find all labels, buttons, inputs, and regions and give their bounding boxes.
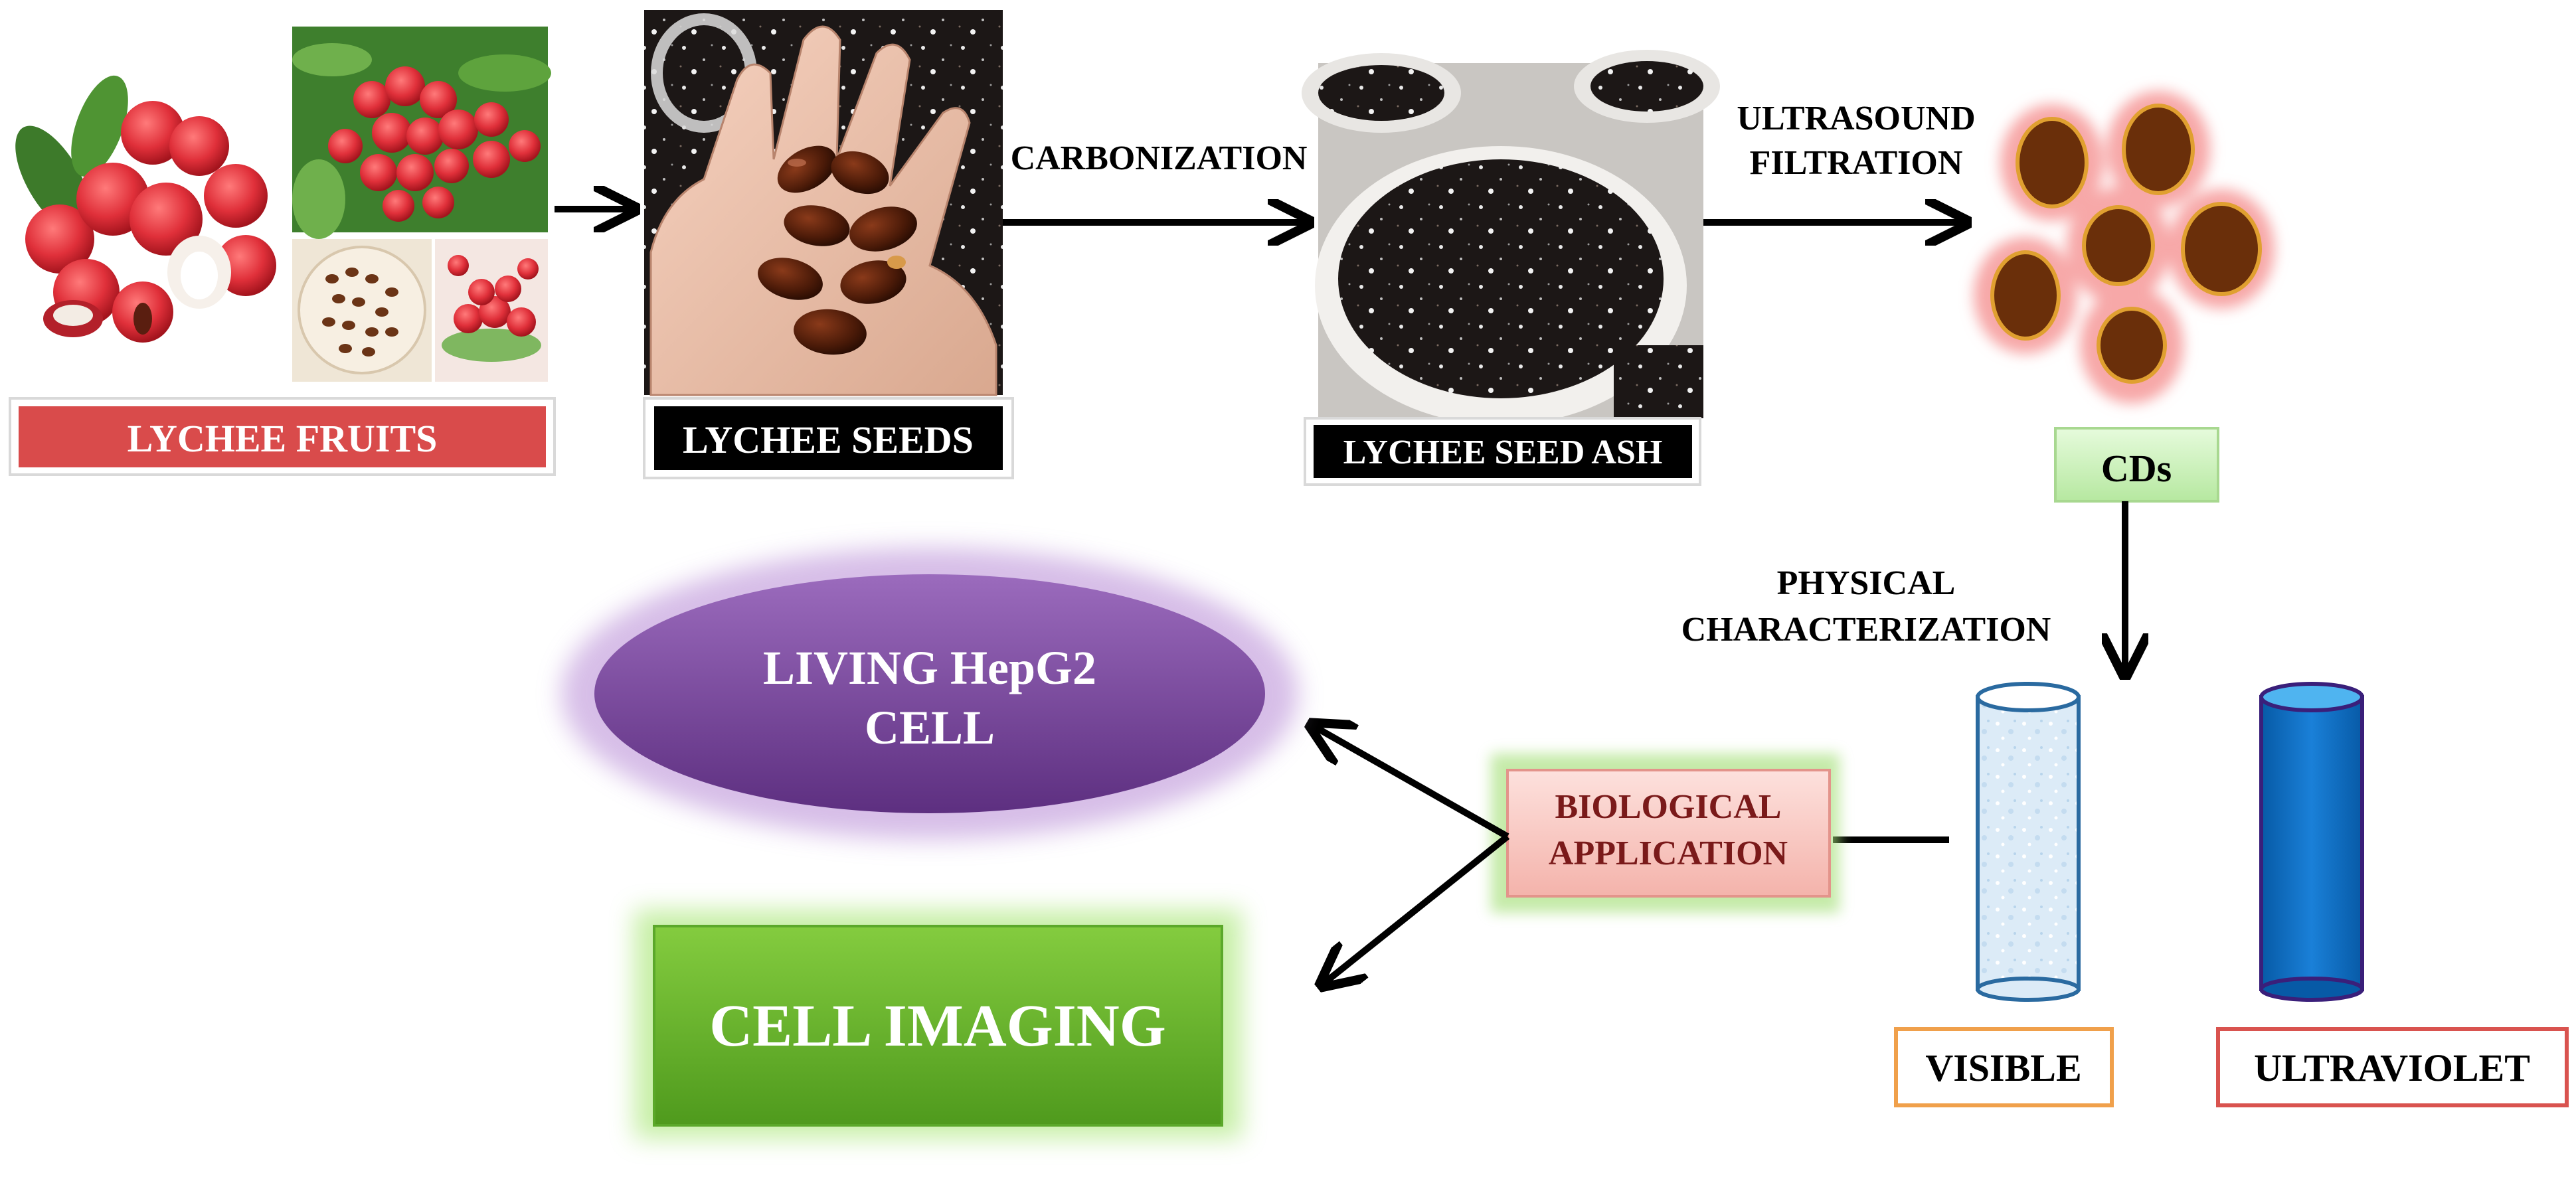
cell-imaging-box: CELL IMAGING: [634, 910, 1242, 1139]
arrow-bio-to-imaging: [1325, 834, 1510, 983]
lychee-seed-ash-photo: [1302, 50, 1720, 425]
lychee-fruits-banner: LYCHEE FRUITS: [9, 397, 556, 476]
lychee-fruits-label: LYCHEE FRUITS: [128, 417, 438, 460]
physical-label: PHYSICAL: [1777, 564, 1956, 602]
lychee-seeds-label: LYCHEE SEEDS: [683, 418, 974, 461]
arrow-bio-to-hepg2: [1315, 727, 1509, 840]
lychee-seeds-photo: [644, 10, 1003, 396]
lychee-tree-photo: [292, 27, 551, 239]
lychee-seed-ash-banner: LYCHEE SEED ASH: [1304, 417, 1701, 486]
cds-box: CDs: [2054, 427, 2219, 503]
lychee-seed-plate-photo: [292, 239, 432, 382]
lychee-bowl-photo: [435, 239, 548, 382]
cds-label: CDs: [2101, 447, 2172, 490]
visible-box: VISIBLE: [1894, 1027, 2114, 1107]
carbonization-label: CARBONIZATION: [1011, 139, 1308, 177]
lychee-seeds-banner: LYCHEE SEEDS: [643, 397, 1014, 479]
filtration-label: FILTRATION: [1750, 144, 1963, 182]
lychee-seed-ash-label: LYCHEE SEED ASH: [1343, 434, 1663, 471]
ultraviolet-cylinder: [2259, 682, 2364, 1002]
ultraviolet-label: ULTRAVIOLET: [2254, 1046, 2530, 1089]
biological-label: BIOLOGICAL: [1555, 788, 1782, 826]
ultraviolet-box: ULTRAVIOLET: [2216, 1027, 2569, 1107]
lychee-fruits-photo: [15, 37, 289, 382]
carbon-dots-cluster: [1974, 91, 2275, 404]
hepg2-label-line1: LIVING HepG2: [763, 641, 1096, 694]
cell-imaging-label: CELL IMAGING: [709, 993, 1166, 1059]
ultrasound-label: ULTRASOUND: [1737, 100, 1975, 137]
hepg2-label-line2: CELL: [865, 701, 995, 754]
visible-cylinder: [1976, 682, 2081, 1002]
characterization-label: CHARACTERIZATION: [1681, 611, 2051, 649]
application-label: APPLICATION: [1549, 834, 1788, 872]
hepg2-cell-ellipse: LIVING HepG2 CELL: [561, 548, 1298, 840]
visible-label: VISIBLE: [1925, 1046, 2081, 1089]
biological-application-box: BIOLOGICAL APPLICATION: [1491, 754, 1840, 913]
